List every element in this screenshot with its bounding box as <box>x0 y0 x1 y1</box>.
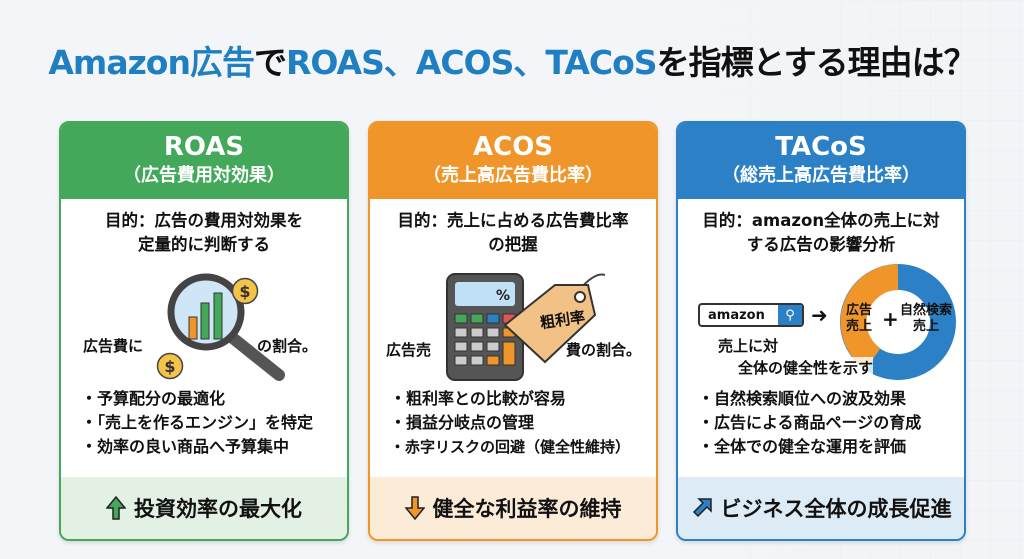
acos-subtitle: （売上高広告費比率） <box>423 165 603 186</box>
tacos-header: TACoS （総売上高広告費比率） <box>678 123 964 199</box>
bullet-item: ・広告による商品ページの育成 <box>698 413 922 432</box>
tacos-footer: ビジネス全体の成長促進 <box>678 477 964 539</box>
roas-illus-left-text: 広告費に <box>83 337 144 355</box>
roas-footer: 投資効率の最大化 <box>61 477 347 539</box>
roas-illustration: $ $ 広告費に の割合。 <box>61 257 347 387</box>
acos-header: ACOS （売上高広告費比率） <box>370 123 656 199</box>
title-amazon: Amazon広告 <box>48 43 255 82</box>
bullet-item: ・全体での健全な運用を評価 <box>698 437 907 456</box>
dollar-coin-icon: $ <box>231 277 259 305</box>
plus-sign: + <box>882 307 899 331</box>
bullet-item: ・自然検索順位への波及効果 <box>698 389 907 408</box>
bullet-item: ・粗利率との比較が容易 <box>390 389 566 408</box>
calculator-icon: % <box>446 273 524 381</box>
tacos-illustration: amazon ⚲ ➜ 広告 売上 + 自然検索 売上 売上に対 全体の健全性を示… <box>678 257 964 387</box>
bullet-item: ・予算配分の最適化 <box>81 389 226 408</box>
roas-card: ROAS （広告費用対効果） 目的：広告の費用対効果を定量的に判断する $ $ … <box>59 121 349 541</box>
title-metrics: ROAS、ACOS、TACoS <box>285 43 658 82</box>
donut-chart-icon <box>840 264 956 380</box>
svg-text:$: $ <box>239 282 250 301</box>
purpose-line: 定量的に判断する <box>138 235 270 254</box>
arrow-up-icon <box>106 496 126 520</box>
purpose-line: 目的：売上に占める広告費比率 <box>397 211 629 230</box>
title-question: を指標とする理由は？ <box>656 43 977 82</box>
search-icon: ⚲ <box>778 305 802 325</box>
roas-illus-right-text: の割合。 <box>257 337 318 355</box>
acos-footer-text: 健全な利益率の維持 <box>432 497 622 521</box>
purpose-line: の把握 <box>488 235 538 254</box>
bullet-item: ・損益分岐点の管理 <box>390 413 535 432</box>
roas-footer-text: 投資効率の最大化 <box>134 497 302 521</box>
acos-title: ACOS <box>472 132 554 162</box>
acos-illus-right-text: 費の割合。 <box>566 341 642 359</box>
donut-organic-sales-label: 自然検索 売上 <box>900 303 953 334</box>
tacos-illus-line1: 売上に対 <box>718 337 779 355</box>
acos-footer: 健全な利益率の維持 <box>370 477 656 539</box>
amazon-search-bar: amazon ⚲ <box>698 303 804 327</box>
tacos-bullets: ・自然検索順位への波及効果 ・広告による商品ページの育成 ・全体での健全な運用を… <box>678 387 964 459</box>
arrow-down-icon <box>404 496 425 520</box>
tacos-title: TACoS <box>775 132 867 162</box>
roas-subtitle: （広告費用対効果） <box>123 165 285 186</box>
roas-header: ROAS （広告費用対効果） <box>61 123 347 199</box>
purpose-line: 目的：広告の費用対効果を <box>105 211 303 230</box>
donut-ad-sales-label: 広告 売上 <box>846 303 873 334</box>
tacos-subtitle: （総売上高広告費比率） <box>722 165 920 186</box>
svg-text:%: % <box>496 288 510 304</box>
tacos-purpose: 目的：amazon全体の売上に対する広告の影響分析 <box>678 199 964 257</box>
bullet-item: ・「売上を作るエンジン」を特定 <box>81 413 314 432</box>
arrow-right-icon: ➜ <box>811 303 828 327</box>
roas-bullets: ・予算配分の最適化 ・「売上を作るエンジン」を特定 ・効率の良い商品へ予算集中 <box>61 387 347 459</box>
roas-purpose: 目的：広告の費用対効果を定量的に判断する <box>61 199 347 257</box>
magnifier-chart-icon <box>167 273 285 381</box>
acos-illus-left-text: 広告売 <box>386 341 432 359</box>
search-text: amazon <box>708 307 765 323</box>
arrow-up-right-icon <box>692 498 712 518</box>
price-tag-icon <box>503 273 606 364</box>
acos-purpose: 目的：売上に占める広告費比率の把握 <box>370 199 656 257</box>
svg-text:$: $ <box>164 357 175 376</box>
acos-bullets: ・粗利率との比較が容易 ・損益分岐点の管理 ・赤字リスクの回避（健全性維持） <box>370 387 656 459</box>
acos-illustration: % 粗利率 広告売 費の割合。 <box>370 257 656 387</box>
tacos-footer-text: ビジネス全体の成長促進 <box>720 497 952 521</box>
purpose-line: 目的：amazon全体の売上に対 <box>702 211 940 230</box>
acos-card: ACOS （売上高広告費比率） 目的：売上に占める広告費比率の把握 % 粗利率 … <box>368 121 658 541</box>
bullet-item: ・赤字リスクの回避（健全性維持） <box>390 438 631 456</box>
page-title: Amazon広告でROAS、ACOS、TACoSを指標とする理由は？ <box>0 36 1024 84</box>
tacos-card: TACoS （総売上高広告費比率） 目的：amazon全体の売上に対する広告の影… <box>676 121 966 541</box>
title-de: で <box>253 43 287 82</box>
tacos-illus-line2: 全体の健全性を示す <box>738 357 874 378</box>
roas-title: ROAS <box>163 132 245 162</box>
bullet-item: ・効率の良い商品へ予算集中 <box>81 437 290 456</box>
purpose-line: する広告の影響分析 <box>746 235 896 254</box>
dollar-coin-icon: $ <box>156 352 184 380</box>
